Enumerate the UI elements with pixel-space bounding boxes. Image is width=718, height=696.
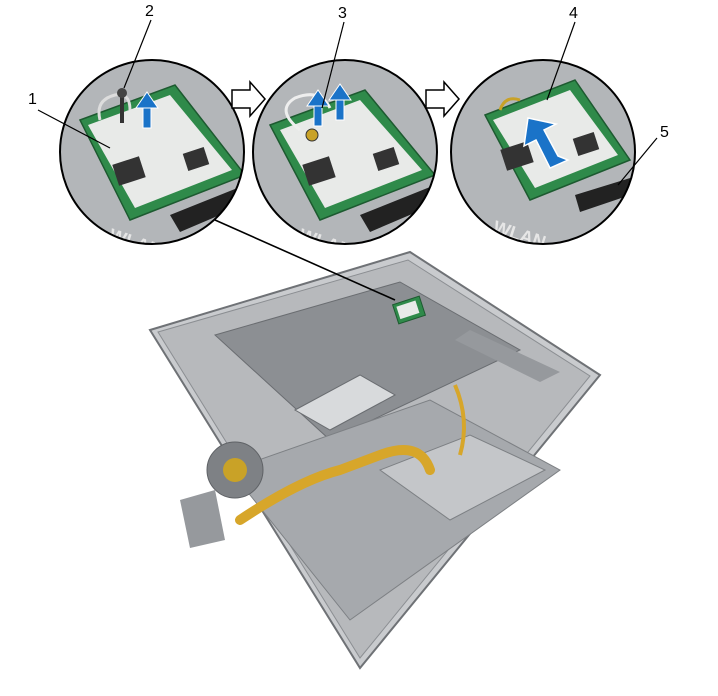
laptop-base	[148, 250, 602, 670]
screw-icon	[117, 88, 127, 123]
callout-number: 3	[338, 5, 347, 22]
slide-out-arrow-icon	[523, 117, 570, 169]
zoom-circle-3: WLAN	[450, 59, 636, 245]
callout-3: 3	[321, 5, 347, 109]
step-arrow-icon	[231, 80, 267, 118]
step-arrow-icon	[425, 80, 461, 118]
callout-number: 5	[660, 124, 669, 141]
callout-5: 5	[617, 124, 669, 186]
callout-number: 4	[569, 5, 578, 22]
callout-2: 2	[123, 3, 154, 89]
lift-arrow-icon	[135, 91, 159, 129]
callout-number: 2	[145, 3, 154, 20]
zoom-circle-1: WLAN	[59, 59, 245, 245]
callout-1: 1	[28, 91, 111, 149]
callout-number: 1	[28, 91, 37, 108]
zoom-leader-line	[214, 219, 396, 301]
zoom-circle-2: WLAN	[252, 59, 438, 245]
callout-4: 4	[546, 5, 578, 101]
